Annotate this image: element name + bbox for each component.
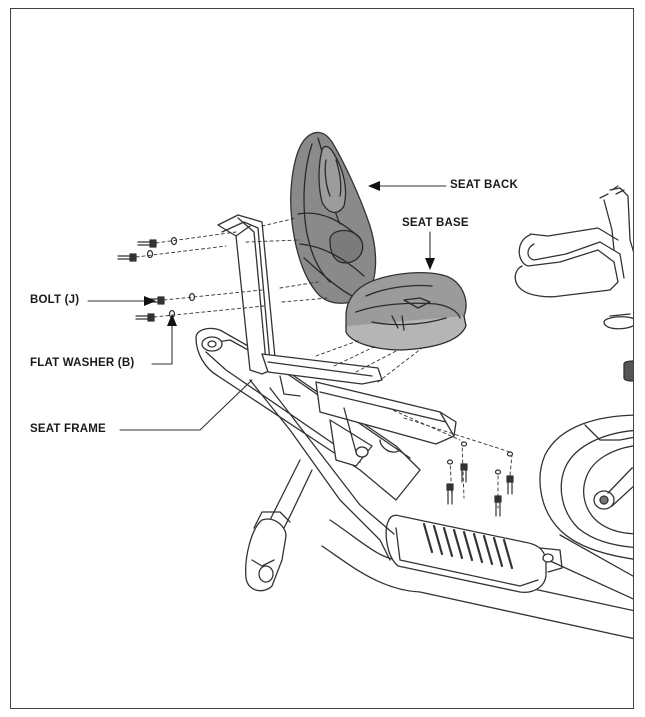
- callout-leaders: [87, 185, 447, 431]
- label-seat-base: SEAT BASE: [402, 217, 469, 229]
- seat-base-part: [345, 272, 467, 351]
- label-seat-back: SEAT BACK: [450, 179, 519, 191]
- bolts-left: [117, 236, 196, 322]
- bike-body: [321, 185, 633, 640]
- seat-back-part: [290, 131, 377, 304]
- label-flat-washer-b: FLAT WASHER (B): [30, 357, 135, 369]
- seat-frame: [195, 214, 457, 592]
- label-seat-frame: SEAT FRAME: [30, 423, 106, 435]
- label-bolt-j: BOLT (J): [30, 294, 80, 306]
- guide-lines: [135, 217, 513, 509]
- arrowheads: [144, 181, 435, 326]
- bolts-lower: [446, 441, 514, 517]
